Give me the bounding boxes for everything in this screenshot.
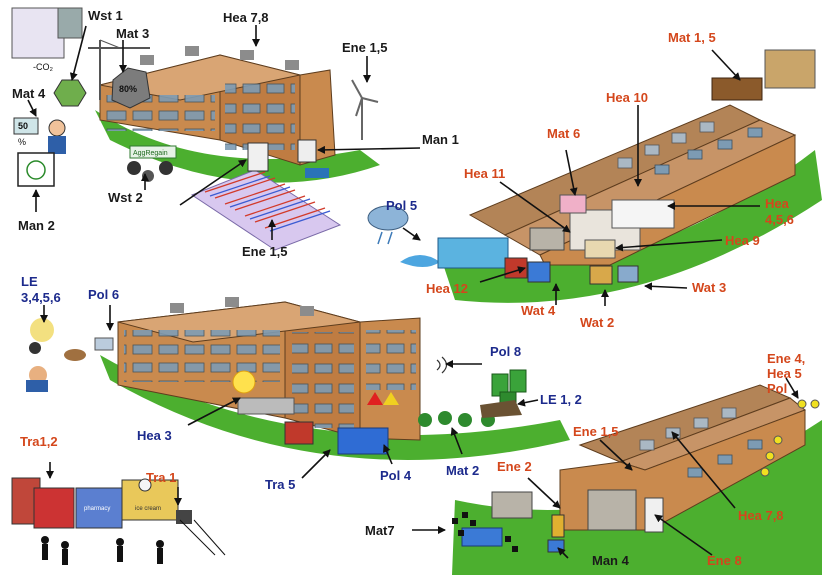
water-meter-icon — [617, 265, 639, 283]
label-mat7: Mat7 — [365, 523, 395, 538]
label-hea11: Hea 11 — [464, 166, 506, 181]
label-pol8: Pol 8 — [490, 344, 522, 359]
crane-icon — [88, 39, 150, 100]
recycled-material-icon — [111, 67, 151, 109]
label-hea456-b: 4,5,6 — [765, 212, 794, 227]
material-dots-icon — [452, 512, 518, 552]
label-ene4-c: Pol — [767, 381, 788, 396]
label-ene8: Ene 8 — [707, 553, 742, 568]
label-ene15-mid: Ene 1,5 — [242, 244, 288, 259]
person-icon — [551, 514, 565, 538]
sun-icon — [232, 370, 256, 394]
label-hea9: Hea 9 — [725, 233, 760, 248]
worker-icon — [48, 119, 66, 137]
wind-turbine-icon — [351, 79, 379, 140]
tyres-icon-2 — [142, 170, 154, 182]
label-wst2: Wst 2 — [108, 190, 143, 205]
label-tra5: Tra 5 — [265, 477, 296, 492]
grass-area — [95, 110, 380, 183]
fence-icon — [584, 239, 616, 259]
label-ene15-top: Ene 1,5 — [342, 40, 388, 55]
label-hea12: Hea 12 — [426, 281, 468, 296]
log-crane-icon — [764, 49, 816, 89]
people-meeting-icon — [11, 7, 65, 59]
water-butt-icon — [527, 261, 551, 283]
worker-body-icon — [48, 136, 66, 154]
label-hea3: Hea 3 — [137, 428, 172, 443]
tap-icon — [589, 265, 613, 285]
info-board-icon — [297, 139, 317, 163]
bed-icon — [559, 194, 587, 214]
tap-water-icon — [94, 337, 114, 351]
label-mat4: Mat 4 — [12, 86, 46, 101]
label-ene2: Ene 2 — [497, 459, 532, 474]
label-man4: Man 4 — [592, 553, 629, 568]
label-wat2: Wat 2 — [580, 315, 615, 330]
water-splash-icon — [400, 255, 440, 267]
pedestrians-icon — [41, 536, 164, 565]
certificate-icon — [17, 152, 55, 187]
bike-rack-icon — [337, 427, 389, 455]
label-tra12: Tra1,2 — [20, 434, 58, 449]
label-hea78-bot: Hea 7,8 — [738, 508, 784, 523]
rain-cloud-icon — [367, 205, 409, 245]
label-wst1: Wst 1 — [88, 8, 123, 23]
pointer-arrows — [27, 25, 799, 559]
label-mat15: Mat 1, 5 — [668, 30, 716, 45]
label-ene4-b: Hea 5 — [767, 366, 802, 381]
recycle-hex-icon — [53, 79, 87, 107]
label-hea456-a: Hea — [765, 196, 789, 211]
wildlife-icon — [26, 318, 86, 392]
factory-icon — [57, 7, 83, 39]
label-pol6: Pol 6 — [88, 287, 120, 302]
label-le12: LE 1, 2 — [540, 392, 582, 407]
aggregates-sign — [129, 145, 177, 159]
label-ene15-bot: Ene 1,5 — [573, 424, 619, 439]
shop-sign-icon — [138, 478, 152, 492]
ground-source-pipes-icon — [190, 169, 342, 251]
shop-icecream-text: ice cream — [135, 506, 161, 512]
shop-pharmacy-text: pharmacy — [84, 506, 110, 512]
delivery-truck-icon — [461, 527, 503, 547]
cycle-shelter-icon — [437, 237, 509, 269]
label-hea10: Hea 10 — [606, 90, 648, 105]
town-street-icon — [11, 477, 226, 556]
certificate-seal-icon — [26, 160, 46, 180]
label-mat2: Mat 2 — [446, 463, 480, 478]
label-le-b: 3,4,5,6 — [21, 290, 61, 305]
label-pol4: Pol 4 — [380, 468, 412, 483]
label-pol5: Pol 5 — [386, 198, 418, 213]
ward-icon — [611, 199, 675, 229]
meter-display-icon — [13, 117, 39, 135]
pct80-text: 80% — [119, 84, 137, 94]
energy-label-icon — [305, 168, 329, 178]
label-hea78-top: Hea 7,8 — [223, 10, 269, 25]
leaf-pile-icon — [480, 400, 522, 418]
pct-sym-text: % — [18, 137, 26, 147]
water-container-icon — [547, 539, 565, 553]
co2-text: -CO₂ — [33, 62, 53, 72]
sound-icon — [436, 356, 448, 374]
street-lamps-icon — [760, 399, 820, 477]
label-le-a: LE — [21, 274, 38, 289]
label-ene4-a: Ene 4, — [767, 351, 806, 366]
recycling-bin-icon — [284, 421, 314, 445]
aggregates-text: AggRegain — [133, 150, 168, 157]
warning-sign-icon — [367, 392, 383, 405]
meter-box-icon — [247, 142, 269, 172]
label-man2: Man 2 — [18, 218, 55, 233]
warning-sign-icon-2 — [383, 392, 399, 405]
label-wat4: Wat 4 — [521, 303, 556, 318]
label-tra1: Tra 1 — [146, 470, 177, 485]
label-mat3: Mat 3 — [116, 26, 150, 41]
label-mat6: Mat 6 — [547, 126, 581, 141]
tyres-icon — [127, 161, 141, 175]
label-wat3: Wat 3 — [692, 280, 727, 295]
pct50-text: 50 — [18, 121, 28, 131]
label-man1: Man 1 — [422, 132, 459, 147]
tyres-icon-3 — [159, 161, 173, 175]
solar-panel-icon — [237, 397, 295, 415]
timber-stack-icon — [711, 77, 763, 101]
